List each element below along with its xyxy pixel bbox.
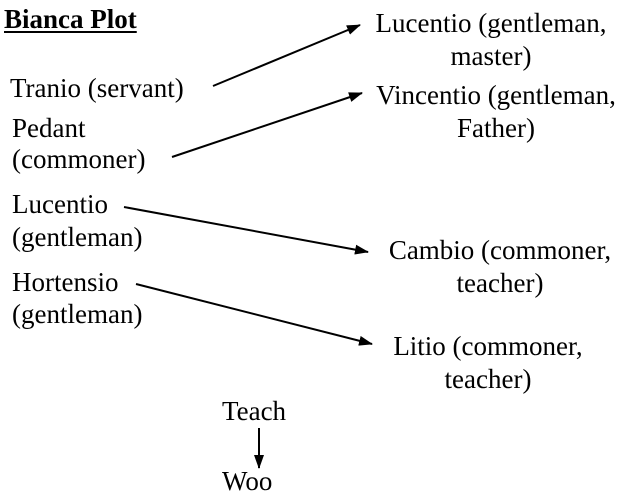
cambio-label-line2: teacher)	[456, 268, 544, 298]
lucentio-disguise-label-line1: Lucentio (gentleman,	[375, 8, 607, 38]
vincentio-label-line1: Vincentio (gentleman,	[376, 80, 616, 110]
tranio-servant-label: Tranio (servant)	[10, 73, 184, 103]
vincentio-label-line2: Father)	[457, 113, 535, 143]
hortensio-label-line2: (gentleman)	[12, 299, 143, 329]
woo-label: Woo	[222, 466, 273, 496]
litio-label-line2: teacher)	[444, 364, 532, 394]
pedant-label-line2: (commoner)	[12, 144, 146, 174]
arrow-tranio-to-lucentio	[212, 24, 361, 87]
arrow-lucentio-to-cambio	[123, 206, 369, 255]
lucentio-original-label-line2: (gentleman)	[12, 222, 143, 252]
teach-label: Teach	[222, 396, 287, 426]
litio-label-line1: Litio (commoner,	[393, 331, 583, 361]
lucentio-disguise-label-line2: master)	[450, 41, 532, 71]
arrow-pedant-to-vincentio	[171, 92, 363, 158]
lucentio-original-label-line1: Lucentio	[12, 189, 108, 219]
diagram-title: Bianca Plot	[4, 4, 137, 34]
hortensio-label-line1: Hortensio	[12, 267, 119, 297]
pedant-label-line1: Pedant	[12, 113, 86, 143]
cambio-label-line1: Cambio (commoner,	[388, 235, 612, 265]
arrow-hortensio-to-litio	[135, 283, 373, 346]
